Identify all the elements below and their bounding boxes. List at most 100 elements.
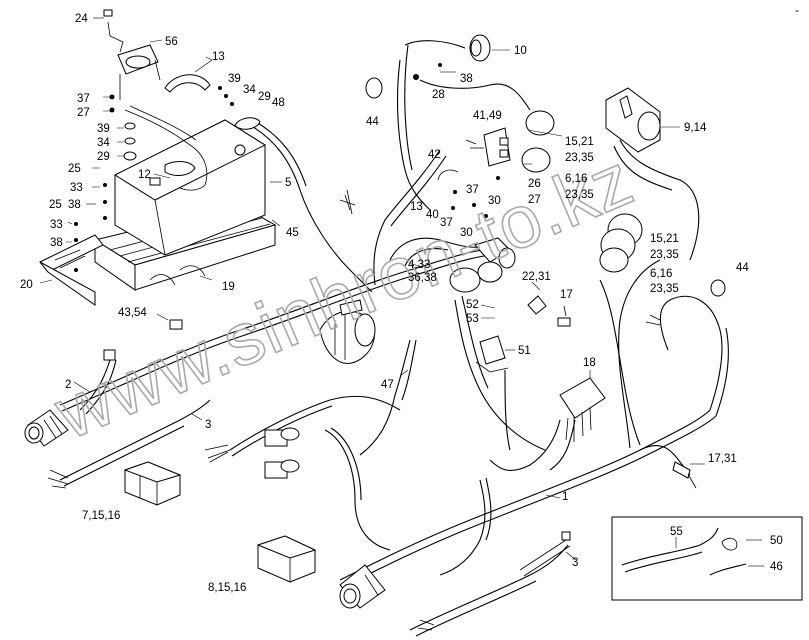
label-37-left: 37 [77, 93, 90, 105]
label-17-mid: 17 [560, 289, 573, 301]
label-43-54: 43,54 [118, 307, 147, 319]
plug-17 [557, 305, 571, 327]
label-8-15-16: 8,15,16 [208, 582, 246, 594]
small-fasteners [74, 86, 234, 330]
module-18 [559, 377, 606, 442]
label-37-low: 37 [440, 217, 453, 229]
label-27-left: 27 [77, 107, 90, 119]
sensor-cluster-4 [449, 237, 516, 293]
label-36-38: 36,38 [408, 272, 437, 284]
label-39-top: 39 [228, 73, 241, 85]
label-56: 56 [165, 36, 178, 48]
label-17-31: 17,31 [708, 453, 737, 465]
label-50: 50 [770, 535, 783, 547]
battery-clamp-strap [124, 74, 211, 191]
leader-lines [39, 17, 764, 567]
label-33-a: 33 [70, 182, 83, 194]
loose-leads [47, 189, 661, 631]
label-48: 48 [272, 97, 285, 109]
grommet-44-left [365, 77, 383, 99]
label-29-left: 29 [97, 151, 110, 163]
fuse-box-8 [256, 535, 317, 583]
label-3-left: 3 [205, 419, 211, 431]
connector-3-bottom [339, 531, 571, 609]
label-52: 52 [466, 299, 479, 311]
fuse-box-7 [123, 461, 182, 506]
label-40: 40 [426, 209, 439, 221]
label-3-bottom: 3 [572, 557, 578, 569]
label-38-top: 38 [460, 73, 473, 85]
temperature-sensor-17 [672, 461, 697, 489]
relay-cluster-right [599, 213, 643, 273]
label-42: 42 [428, 149, 441, 161]
label-29-top: 29 [258, 91, 271, 103]
label-22-31: 22,31 [522, 271, 551, 283]
connector-2 [24, 349, 116, 447]
label-1: 1 [562, 491, 568, 503]
battery-hold-down-bracket [39, 234, 104, 306]
label-55: 55 [670, 526, 683, 538]
label-6-16-b: 6,16 [650, 268, 672, 280]
label-39-left: 39 [97, 123, 110, 135]
label-37-mid: 37 [466, 184, 479, 196]
label-30-b: 30 [460, 227, 473, 239]
label-27-right: 27 [528, 194, 541, 206]
label-23-35-c: 23,35 [650, 249, 679, 261]
label-4-33: 4,33 [408, 259, 430, 271]
label-46: 46 [770, 561, 783, 573]
part-labels: 24 56 13 39 34 29 48 37 27 39 34 29 12 5… [20, 5, 799, 594]
sender-22 [527, 295, 547, 315]
label-25-a: 25 [68, 163, 81, 175]
label-28: 28 [432, 89, 445, 101]
label-15-21-b: 15,21 [650, 233, 679, 245]
corner-mark: - [795, 5, 799, 17]
label-51: 51 [518, 345, 531, 357]
label-34-top: 34 [243, 84, 256, 96]
label-25-b: 25 [49, 199, 62, 211]
starter-motor [319, 299, 376, 364]
inset-box [611, 516, 803, 601]
label-53: 53 [466, 313, 479, 325]
label-5: 5 [285, 177, 291, 189]
label-38-a: 38 [68, 199, 81, 211]
label-6-16-a: 6,16 [565, 173, 587, 185]
label-26: 26 [528, 178, 541, 190]
label-20: 20 [20, 279, 33, 291]
label-19: 19 [222, 281, 235, 293]
battery-disconnect-switch [103, 9, 161, 100]
label-7-15-16: 7,15,16 [82, 510, 120, 522]
label-23-35-a: 23,35 [565, 152, 594, 164]
grommet-44-right [710, 279, 726, 297]
relays-15-21 [521, 110, 555, 173]
wire-harness [59, 40, 729, 637]
label-44-left: 44 [366, 116, 379, 128]
label-47: 47 [381, 379, 394, 391]
label-15-21-a: 15,21 [565, 136, 594, 148]
relay-bracket-41 [465, 127, 511, 167]
label-44-right: 44 [736, 262, 749, 274]
label-41-49: 41,49 [473, 110, 502, 122]
switch-51 [475, 335, 509, 373]
label-34-left: 34 [97, 137, 110, 149]
horn-10 [469, 34, 491, 62]
relays-pair [264, 427, 300, 479]
label-38-b: 38 [50, 237, 63, 249]
label-24: 24 [75, 13, 88, 25]
label-45: 45 [286, 227, 299, 239]
battery [113, 119, 267, 256]
label-23-35-b: 23,35 [565, 189, 594, 201]
label-13-top: 13 [212, 51, 225, 63]
label-13-mid: 13 [410, 201, 423, 213]
battery-cable-48 [234, 117, 261, 130]
label-18: 18 [583, 357, 596, 369]
label-23-35-d: 23,35 [650, 283, 679, 295]
label-10: 10 [514, 45, 527, 57]
label-2: 2 [65, 379, 71, 391]
fasteners-right [413, 63, 500, 218]
label-9-14: 9,14 [684, 122, 707, 134]
label-12: 12 [138, 169, 151, 181]
label-30-a: 30 [488, 195, 501, 207]
flasher-9 [605, 87, 661, 153]
label-33-b: 33 [50, 219, 63, 231]
